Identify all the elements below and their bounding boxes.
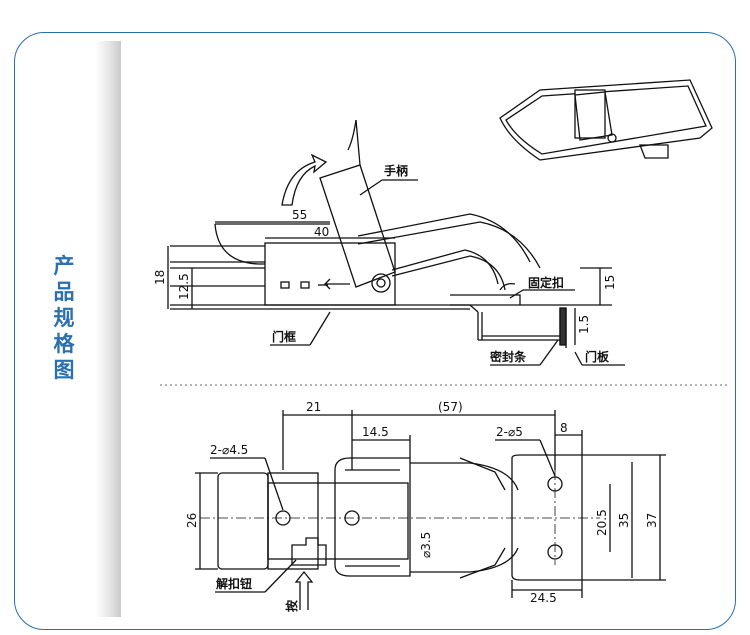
side-title-char: 规	[53, 306, 75, 330]
fixed-buckle	[450, 294, 521, 305]
dim-12-5: 12.5	[177, 273, 191, 300]
side-elevation-view	[167, 119, 625, 366]
wire-bail-plan	[410, 462, 519, 491]
dim-15: 15	[603, 275, 617, 290]
handle-label: 手柄	[384, 163, 408, 178]
dim-18: 18	[153, 270, 167, 285]
handle	[319, 164, 396, 288]
dim-21: 21	[306, 400, 321, 414]
dim-40: 40	[314, 225, 329, 239]
press-label: 按	[284, 600, 299, 612]
door-panel-label: 门板	[585, 349, 610, 364]
plan-view	[195, 410, 666, 610]
dim-3-5: ⌀3.5	[419, 532, 433, 558]
side-title-char: 品	[53, 280, 75, 304]
seal-strip-label: 密封条	[490, 349, 527, 364]
dim-20-5: 20.5	[595, 509, 609, 536]
press-arrow-icon	[294, 570, 314, 610]
dim-26: 26	[185, 513, 199, 528]
dim-8: 8	[560, 421, 568, 435]
slot	[300, 281, 310, 289]
seal-strip	[559, 307, 567, 346]
fixed-buckle-label: 固定扣	[528, 275, 564, 290]
side-title-char: 图	[53, 358, 75, 382]
dim-14-5: 14.5	[362, 425, 389, 439]
isometric-view	[499, 79, 713, 161]
side-title: 产 品 规 格 图	[49, 253, 79, 383]
release-button	[291, 537, 327, 566]
side-title-char: 产	[53, 254, 75, 278]
pivot	[371, 273, 391, 293]
diagram-frame: 产 品 规 格 图	[14, 32, 736, 630]
side-gradient-band	[95, 41, 121, 617]
dim-1-5: 1.5	[577, 315, 591, 334]
dim-55: 55	[292, 208, 307, 222]
dim-37: 37	[645, 513, 659, 528]
door-frame-label: 门框	[272, 329, 296, 344]
dim-24-5: 24.5	[530, 591, 557, 605]
latch-base	[264, 242, 396, 306]
hole-left-label: 2-⌀4.5	[210, 443, 248, 457]
side-title-char: 格	[53, 332, 75, 356]
base-plate-left	[217, 472, 269, 570]
fixed-buckle-plate	[511, 454, 583, 581]
release-button-label: 解扣钮	[216, 576, 252, 591]
rotate-arrow-icon	[281, 153, 328, 206]
dim-35: 35	[617, 513, 631, 528]
handle-body	[334, 457, 411, 577]
dim-57: (57)	[438, 400, 463, 414]
slot	[280, 281, 290, 289]
hole-right-label: 2-⌀5	[496, 425, 523, 439]
